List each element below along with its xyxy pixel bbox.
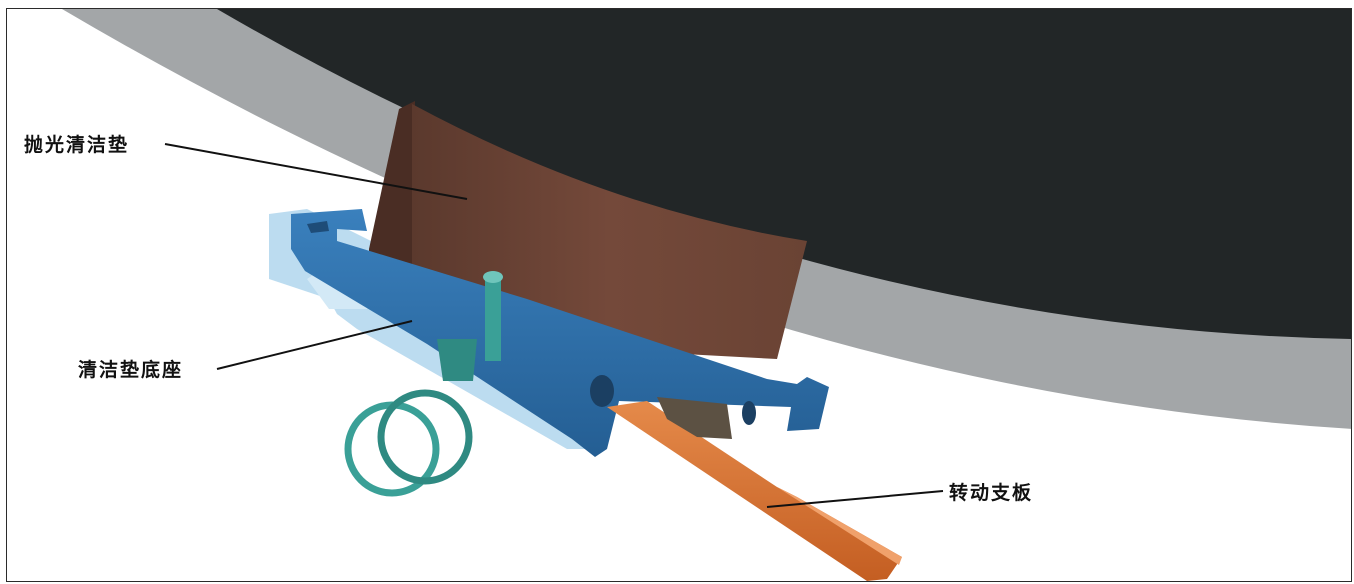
label-pad-base: 清洁垫底座 [78,361,183,380]
label-polishing-pad: 抛光清洁垫 [24,136,129,155]
assembly-illustration [7,9,1352,582]
diagram-frame: 抛光清洁垫 清洁垫底座 转动支板 [6,8,1352,582]
leader-pad-base [217,321,412,369]
lock-pin [485,277,501,361]
pull-ring-back [381,393,469,481]
rotating-plate [607,401,902,581]
label-rotating-plate: 转动支板 [949,484,1033,503]
